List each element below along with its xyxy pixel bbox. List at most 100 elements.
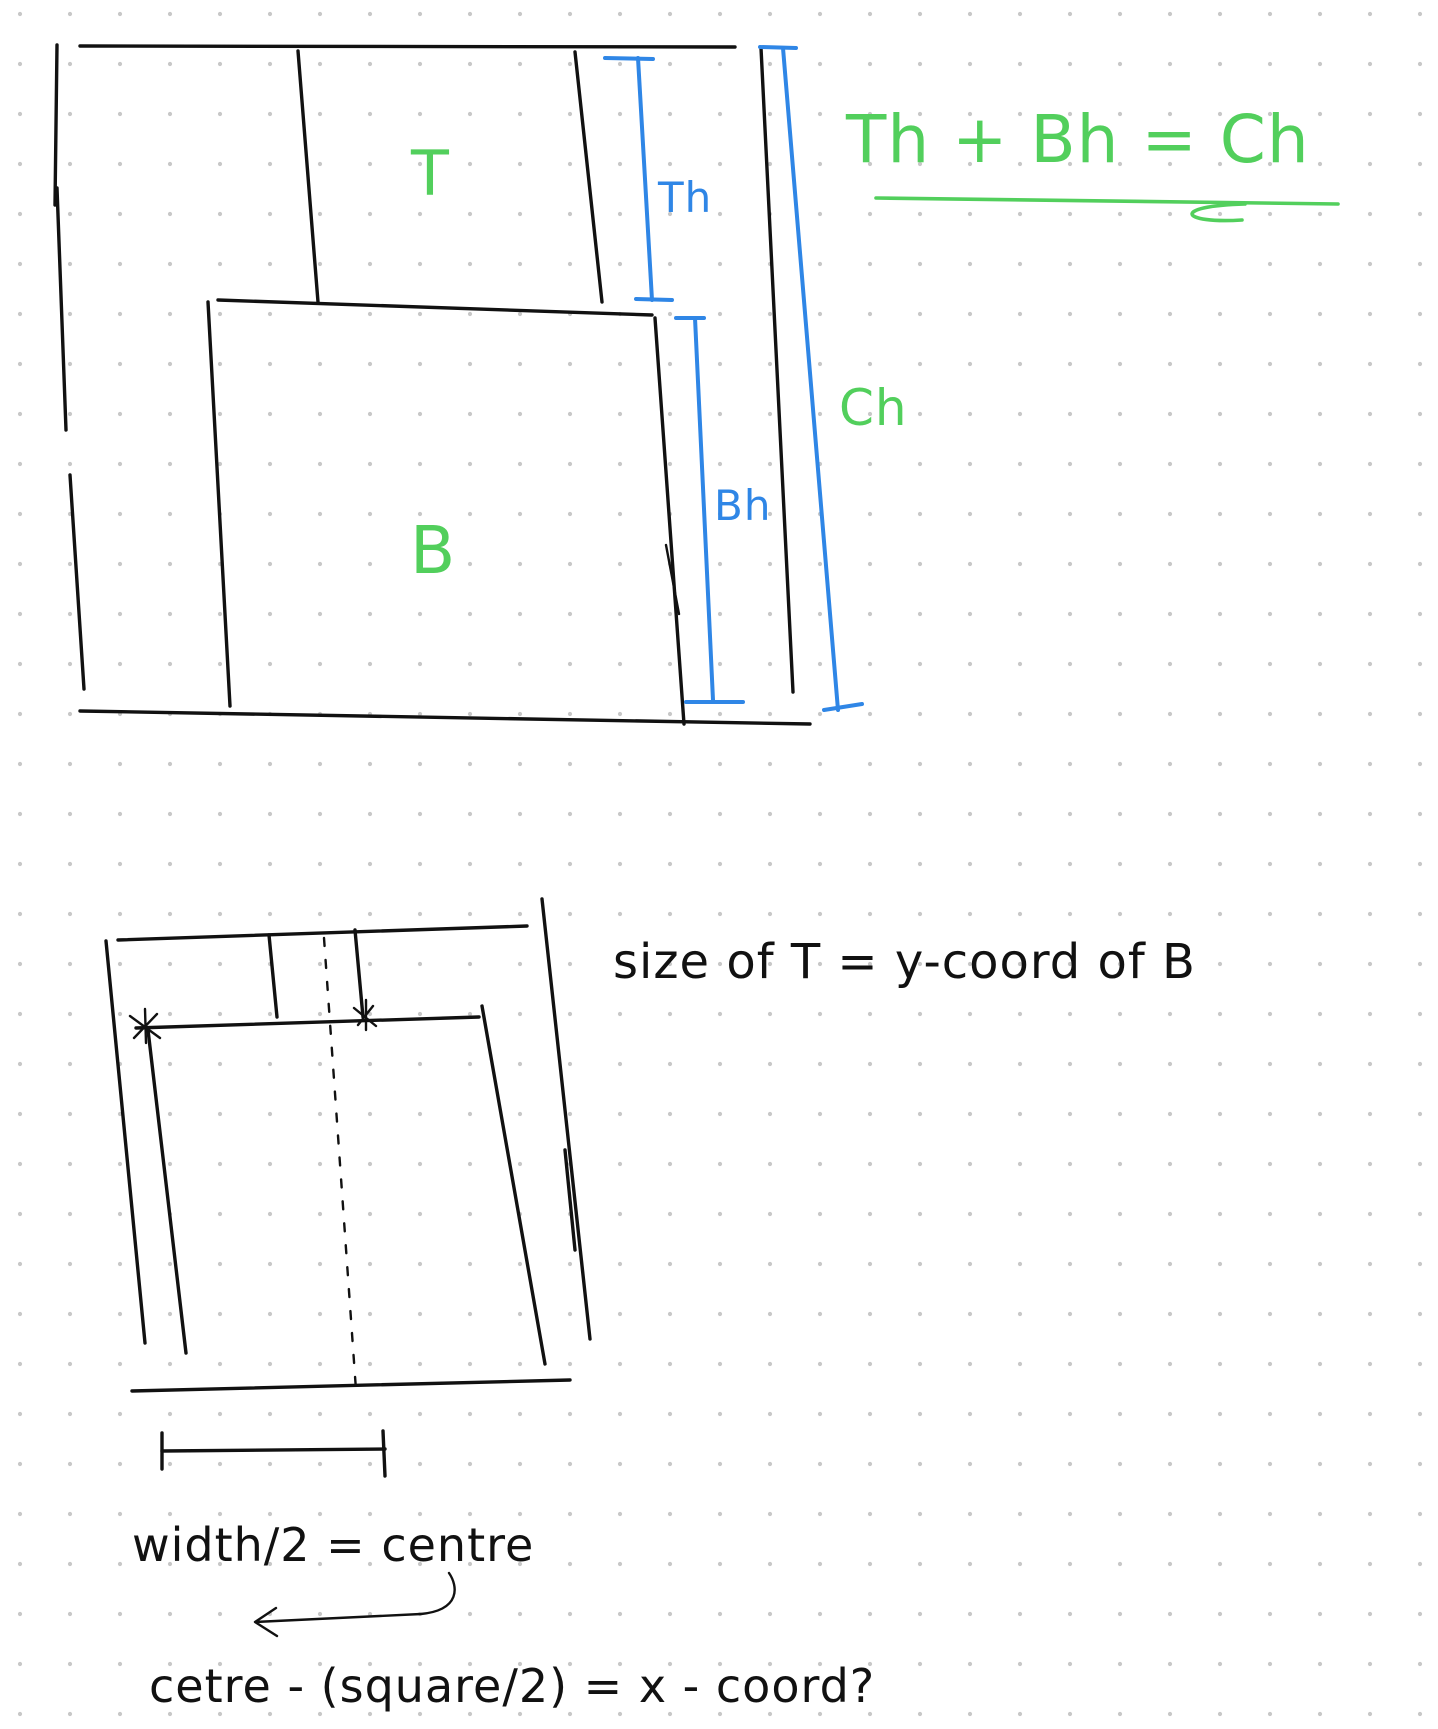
grid-dot (517, 1161, 523, 1167)
grid-dot (1417, 161, 1423, 167)
grid-dot (1367, 461, 1373, 467)
grid-dot (267, 861, 273, 867)
grid-dot (367, 1461, 373, 1467)
bh-measure: Bh (674, 316, 770, 704)
grid-dot (1067, 1161, 1073, 1167)
grid-dot (467, 961, 473, 967)
grid-dot (67, 561, 73, 567)
grid-dot (167, 1011, 173, 1017)
grid-dot (267, 1711, 273, 1717)
grid-dot (617, 1461, 623, 1467)
page-bottom-edge (130, 1378, 572, 1393)
ch-line (781, 46, 840, 712)
grid-dot (817, 1711, 823, 1717)
grid-dot (517, 1511, 523, 1517)
grid-dot (1217, 1611, 1223, 1617)
grid-dot (867, 861, 873, 867)
grid-dot (1117, 1211, 1123, 1217)
grid-dot (717, 1711, 723, 1717)
grid-dot (367, 1711, 373, 1717)
grid-dot (717, 1461, 723, 1467)
grid-dot (1067, 211, 1073, 217)
grid-dot (1217, 761, 1223, 767)
grid-dot (1017, 811, 1023, 817)
grid-dot (517, 1311, 523, 1317)
grid-dot (167, 1611, 173, 1617)
grid-dot (1167, 911, 1173, 917)
t-block: T (216, 49, 654, 317)
grid-dot (117, 161, 123, 167)
grid-dot (1267, 261, 1273, 267)
grid-dot (617, 1311, 623, 1317)
grid-dot (1067, 1011, 1073, 1017)
grid-dot (1217, 211, 1223, 217)
grid-dot (1417, 311, 1423, 317)
grid-dot (517, 61, 523, 67)
grid-dot (167, 761, 173, 767)
grid-dot (1267, 411, 1273, 417)
grid-dot (1017, 1111, 1023, 1117)
grid-dot (1217, 161, 1223, 167)
grid-dot (1317, 1111, 1323, 1117)
grid-dot (917, 111, 923, 117)
grid-dot (1317, 1261, 1323, 1267)
grid-dot (1367, 911, 1373, 917)
grid-dot (867, 1061, 873, 1067)
grid-dot (517, 711, 523, 717)
grid-dot (67, 761, 73, 767)
grid-dot (267, 911, 273, 917)
grid-dot (1067, 11, 1073, 17)
grid-dot (67, 211, 73, 217)
container-outline (53, 43, 812, 726)
grid-dot (967, 1061, 973, 1067)
grid-dot (117, 411, 123, 417)
grid-dot (717, 1161, 723, 1167)
grid-dot (117, 1711, 123, 1717)
grid-dot (917, 1411, 923, 1417)
grid-dot (817, 161, 823, 167)
grid-dot (667, 1361, 673, 1367)
grid-dot (117, 61, 123, 67)
grid-dot (67, 1611, 73, 1617)
grid-dot (817, 111, 823, 117)
grid-dot (17, 1261, 23, 1267)
grid-dot (317, 1661, 323, 1667)
grid-dot (317, 611, 323, 617)
grid-dot (267, 1111, 273, 1117)
grid-dot (1267, 1361, 1273, 1367)
grid-dot (817, 261, 823, 267)
grid-dot (1267, 11, 1273, 17)
grid-dot (217, 611, 223, 617)
grid-dot (1067, 961, 1073, 967)
grid-dot (1417, 1711, 1423, 1717)
grid-dot (867, 61, 873, 67)
grid-dot (367, 261, 373, 267)
grid-dot (217, 61, 223, 67)
grid-dot (767, 411, 773, 417)
grid-dot (767, 1061, 773, 1067)
grid-dot (867, 1461, 873, 1467)
grid-dot (1217, 1211, 1223, 1217)
t-bottom-edge (216, 298, 654, 317)
grid-dot (267, 161, 273, 167)
grid-dot (367, 461, 373, 467)
grid-dot (867, 1261, 873, 1267)
half-width-right-cap (381, 1429, 387, 1478)
grid-dot (517, 161, 523, 167)
bh-line (693, 316, 715, 702)
grid-dot (467, 761, 473, 767)
grid-dot (917, 1011, 923, 1017)
grid-dot (1267, 1461, 1273, 1467)
grid-dot (467, 1561, 473, 1567)
grid-dot (1367, 561, 1373, 567)
container-left-edge (53, 43, 59, 207)
grid-dot (367, 61, 373, 67)
grid-dot (1217, 811, 1223, 817)
grid-dot (1067, 1111, 1073, 1117)
grid-dot (217, 311, 223, 317)
t-right-edge (573, 50, 604, 304)
grid-dot (817, 1511, 823, 1517)
grid-dot (1017, 461, 1023, 467)
grid-dot (1217, 1361, 1223, 1367)
grid-dot (967, 11, 973, 17)
